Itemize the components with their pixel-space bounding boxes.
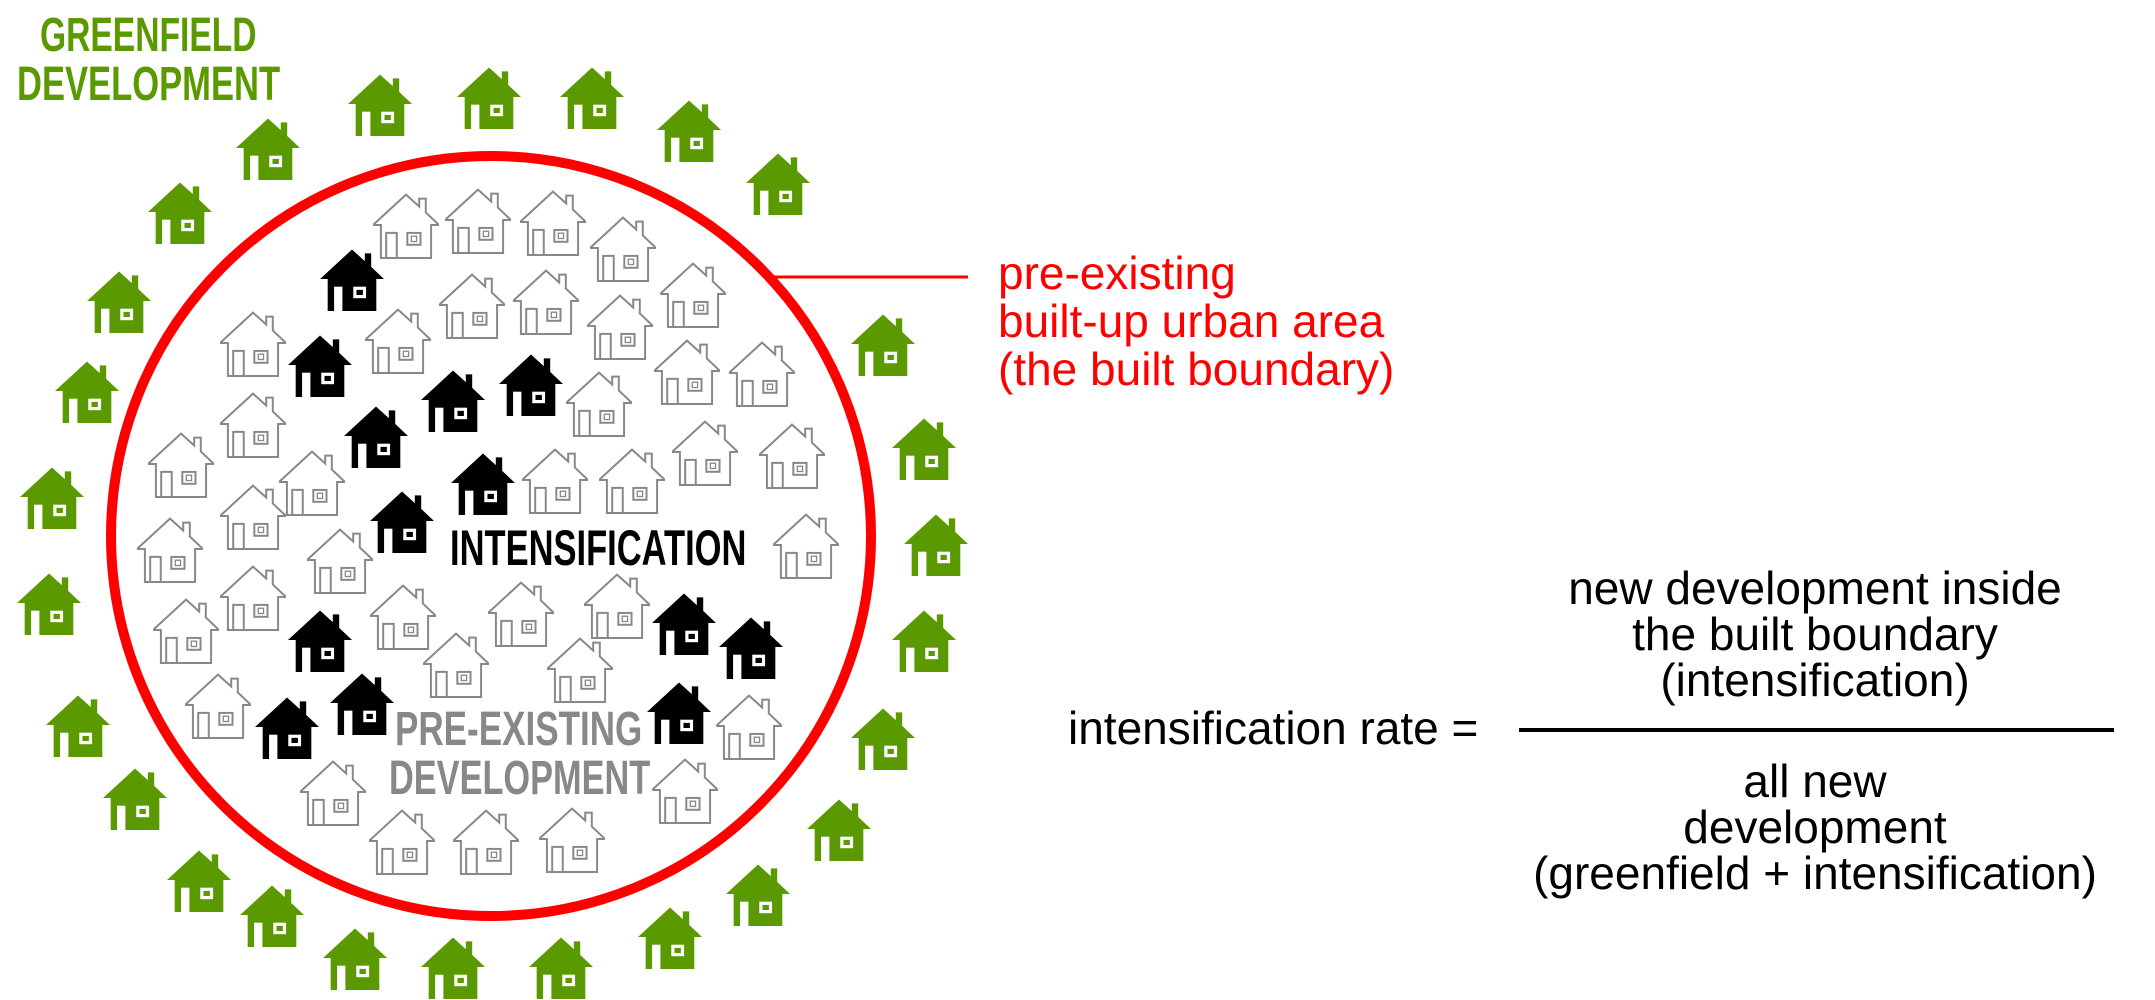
numerator-line3: (intensification) (1660, 654, 1970, 706)
greenfield-house-icon (559, 64, 624, 130)
intensification-house-icon (420, 367, 485, 433)
pre-existing-house-icon (517, 188, 589, 257)
intensification-house-icon (255, 694, 320, 760)
pre-existing-house-icon (134, 515, 206, 584)
pre-existing-house-icon (304, 526, 376, 595)
denominator-line3: (greenfield + intensification) (1533, 847, 2097, 899)
greenfield-house-icon (529, 934, 594, 1000)
greenfield-house-icon (103, 765, 168, 831)
pre-existing-house-icon (450, 807, 522, 875)
numerator-line1: new development inside (1568, 562, 2062, 614)
greenfield-house-icon (240, 882, 305, 948)
intensification-house-icon (369, 488, 434, 554)
greenfield-house-icon (20, 464, 85, 530)
greenfield-house-icon (851, 705, 916, 771)
pre-existing-label-line1: PRE-EXISTING (395, 703, 643, 756)
denominator-line1: all new (1743, 755, 1887, 807)
pre-existing-house-icon (657, 260, 729, 329)
greenfield-house-icon (87, 268, 152, 334)
greenfield-house-icon (235, 115, 300, 181)
pre-existing-house-icon (536, 805, 608, 873)
boundary-label-line3: (the built boundary) (998, 343, 1395, 395)
greenfield-house-icon (806, 796, 871, 862)
denominator-line2: development (1683, 801, 1947, 853)
pre-existing-house-icon (442, 186, 514, 255)
greenfield-house-icon (891, 415, 956, 481)
pre-existing-house-icon (544, 635, 616, 703)
greenfield-house-icon (55, 358, 120, 424)
pre-existing-house-icon (563, 369, 635, 437)
intensification-house-icon (344, 403, 409, 469)
pre-existing-house-icon (217, 563, 289, 631)
intensification-label: INTENSIFICATION (450, 520, 747, 576)
pre-existing-house-icon (370, 191, 442, 260)
formula-denominator: all new development (greenfield + intens… (1515, 758, 2115, 896)
numerator-line2: the built boundary (1632, 608, 1998, 660)
intensification-house-icon (651, 590, 716, 656)
pre-existing-house-icon (367, 582, 439, 650)
greenfield-house-icon (851, 311, 916, 377)
pre-existing-house-icon (217, 390, 289, 459)
greenfield-house-icon (457, 64, 522, 130)
intensification-house-icon (719, 614, 784, 680)
pre-existing-house-icon (362, 306, 434, 375)
pre-existing-house-icon (366, 807, 438, 875)
greenfield-label-line1: GREENFIELD (40, 9, 257, 62)
pre-existing-house-icon (217, 482, 289, 550)
pre-existing-house-icon (596, 446, 668, 515)
boundary-label: pre-existing built-up urban area (the bu… (998, 249, 1394, 393)
pre-existing-house-icon (420, 630, 492, 699)
greenfield-house-icon (637, 904, 702, 970)
built-boundary-circle (106, 151, 876, 921)
pre-existing-house-icon (510, 267, 582, 335)
intensification-house-icon (450, 450, 515, 516)
pre-existing-house-icon (669, 418, 741, 486)
pre-existing-house-icon (584, 292, 656, 361)
greenfield-house-icon (323, 925, 388, 991)
pre-existing-house-icon (182, 671, 254, 739)
pre-existing-house-icon (713, 692, 785, 760)
pre-existing-house-icon (519, 446, 591, 515)
formula-numerator: new development inside the built boundar… (1515, 565, 2115, 703)
greenfield-house-icon (17, 570, 82, 636)
pre-existing-house-icon (651, 337, 723, 405)
greenfield-house-icon (167, 847, 232, 913)
pre-existing-house-icon (145, 430, 217, 499)
intensification-house-icon (288, 332, 353, 398)
intensification-house-icon (320, 246, 385, 312)
pre-existing-house-icon (726, 339, 798, 408)
greenfield-house-icon (904, 511, 969, 577)
boundary-label-line1: pre-existing (998, 247, 1236, 299)
greenfield-house-icon (420, 934, 485, 1000)
pre-existing-house-icon (217, 309, 289, 378)
pre-existing-house-icon (580, 571, 653, 639)
greenfield-house-icon (656, 97, 721, 163)
pre-existing-house-icon (150, 596, 222, 665)
greenfield-house-icon (45, 692, 110, 758)
intensification-house-icon (329, 670, 394, 736)
greenfield-label-line2: DEVELOPMENT (17, 58, 281, 111)
boundary-label-line2: built-up urban area (998, 295, 1385, 347)
intensification-house-icon (498, 351, 563, 417)
pre-existing-house-icon (756, 421, 828, 489)
greenfield-house-icon (147, 179, 212, 245)
greenfield-house-icon (725, 861, 790, 927)
formula-lhs: intensification rate = (1068, 702, 1479, 754)
intensification-house-icon (288, 607, 353, 673)
pre-existing-house-icon (436, 271, 508, 340)
pre-existing-house-icon (297, 758, 369, 826)
pre-existing-house-icon (649, 756, 721, 824)
greenfield-house-icon (347, 71, 412, 137)
pre-existing-house-icon (770, 511, 842, 580)
greenfield-house-icon (746, 150, 811, 216)
pre-existing-label-line2: DEVELOPMENT (389, 752, 651, 805)
intensification-house-icon (647, 679, 712, 745)
pre-existing-house-icon (485, 579, 557, 648)
pre-existing-house-icon (587, 214, 659, 282)
pre-existing-house-icon (276, 448, 348, 517)
greenfield-house-icon (891, 607, 956, 673)
fraction-bar (1519, 728, 2114, 732)
